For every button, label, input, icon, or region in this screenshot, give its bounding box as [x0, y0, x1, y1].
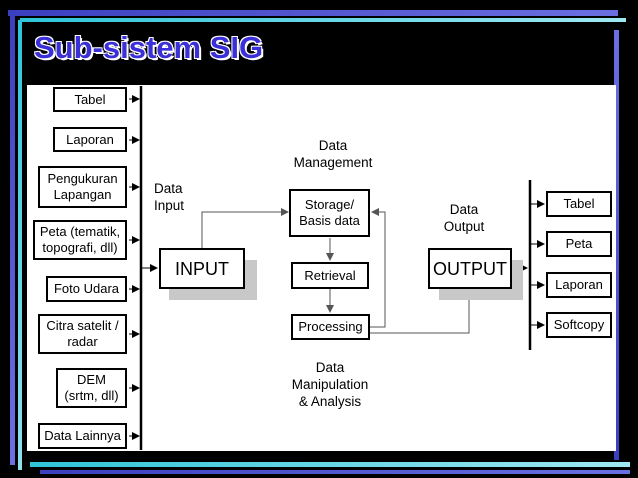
output-peta: Peta — [546, 231, 612, 257]
input-source-data-lainnya: Data Lainnya — [38, 423, 127, 449]
frame-top-bar — [8, 10, 618, 16]
data-management-label: Data Management — [293, 138, 373, 170]
output-laporan: Laporan — [546, 272, 612, 298]
frame-bottom-bar — [30, 462, 630, 467]
input-source-dem: DEM (srtm, dll) — [56, 368, 127, 408]
input-source-foto-udara: Foto Udara — [46, 276, 127, 302]
storage-basis-data-node: Storage/ Basis data — [289, 189, 370, 237]
frame-top-bar-2 — [20, 18, 626, 22]
data-manipulation-label: Data Manipulation & Analysis — [291, 360, 369, 409]
output-softcopy: Softcopy — [546, 312, 612, 338]
slide-title: Sub-sistem SIG — [34, 30, 264, 65]
output-node: OUTPUT — [428, 248, 512, 289]
frame-left-bar-2 — [18, 20, 22, 470]
input-source-laporan: Laporan — [53, 127, 127, 152]
frame-left-bar — [10, 10, 15, 465]
retrieval-node: Retrieval — [291, 262, 369, 289]
frame-bottom-bar-2 — [40, 470, 630, 474]
data-output-label: Data Output — [443, 202, 485, 234]
output-tabel: Tabel — [546, 191, 612, 217]
input-source-peta: Peta (tematik, topografi, dll) — [33, 220, 127, 260]
input-node: INPUT — [159, 248, 245, 289]
input-source-tabel: Tabel — [53, 87, 127, 112]
processing-node: Processing — [291, 314, 370, 340]
input-source-pengukuran-lapangan: Pengukuran Lapangan — [38, 166, 127, 208]
data-input-label: Data Input — [154, 181, 185, 213]
frame-right-bar — [614, 30, 619, 460]
input-source-citra-satelit: Citra satelit / radar — [38, 314, 127, 354]
